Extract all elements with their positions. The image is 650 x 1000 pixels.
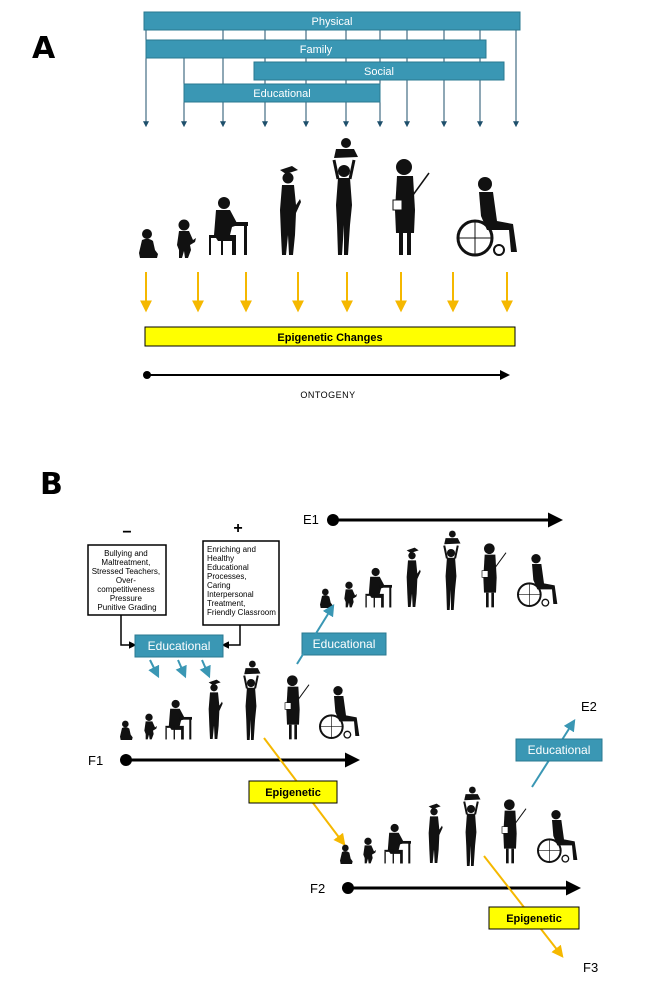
educational-tag-3: Educational: [515, 738, 603, 762]
educational-tag-2: Educational: [301, 632, 387, 656]
parent-lifting-child-icon: [243, 659, 262, 742]
bar-social: Social: [253, 61, 505, 81]
bar-educational: Educational: [183, 83, 381, 103]
elder-in-wheelchair-icon: [536, 808, 579, 864]
baby-silhouette-icon: [139, 229, 158, 258]
f1-to-e1-arrow: [296, 603, 335, 665]
schoolchild-at-desk-icon: [165, 699, 192, 740]
epigenetic-arrows: [140, 272, 513, 313]
life-stages-e1: [320, 529, 559, 612]
influence-bars: Physical Family Social Educational: [143, 11, 521, 103]
elder-in-wheelchair-icon: [516, 552, 559, 608]
e1-timeline: E1: [303, 512, 563, 528]
bar-social-label: Social: [364, 66, 394, 78]
positive-factors-box: Enriching and Healthy Educational Proces…: [202, 540, 280, 626]
toddler-silhouette-icon: [144, 713, 157, 740]
bar-physical: Physical: [143, 11, 521, 31]
toddler-silhouette-icon: [363, 837, 376, 864]
toddler-silhouette-icon: [177, 219, 196, 258]
graduate-silhouette-icon: [428, 803, 443, 863]
f2-timeline: F2: [310, 880, 581, 896]
epigenetic-tag-2: Epigenetic: [488, 906, 580, 930]
f1-label: F1: [88, 753, 103, 768]
educational-tag-1-label: Educational: [148, 639, 211, 653]
graduate-silhouette-icon: [406, 547, 421, 607]
educational-tag-1: Educational: [134, 634, 224, 658]
epigenetic-changes-label: Epigenetic Changes: [277, 332, 382, 344]
negative-factors-text: Bullying and Maltreatment, Stressed Teac…: [92, 549, 163, 612]
e1-label: E1: [303, 512, 319, 527]
parent-lifting-child-icon: [332, 136, 360, 257]
teacher-with-pointer-icon: [481, 542, 507, 608]
f2-to-f3-epigenetic-arrow: [483, 855, 564, 958]
schoolchild-at-desk-icon: [384, 823, 411, 864]
teacher-with-pointer-icon: [392, 158, 430, 256]
positive-sign: +: [233, 520, 242, 537]
epigenetic-tag-1: Epigenetic: [248, 780, 338, 804]
elder-in-wheelchair-icon: [318, 684, 361, 740]
educational-tag-2-label: Educational: [313, 637, 376, 651]
negative-sign: −: [122, 524, 131, 541]
life-stages-f2: [340, 785, 579, 868]
parent-lifting-child-icon: [443, 529, 462, 612]
schoolchild-at-desk-icon: [365, 567, 392, 608]
ontogeny-label: ONTOGENY: [300, 390, 355, 400]
parent-lifting-child-icon: [463, 785, 482, 868]
epigenetic-changes-bar: Epigenetic Changes: [144, 326, 516, 347]
e2-label: E2: [581, 699, 597, 714]
graduate-silhouette-icon: [208, 679, 223, 739]
teacher-with-pointer-icon: [284, 674, 310, 740]
bar-physical-label: Physical: [312, 16, 353, 28]
f3-label: F3: [583, 960, 598, 975]
epigenetic-tag-2-label: Epigenetic: [506, 913, 562, 925]
ontogeny-axis: ONTOGENY: [143, 370, 510, 400]
baby-silhouette-icon: [120, 720, 133, 740]
graduate-silhouette-icon: [280, 166, 301, 255]
f2-label: F2: [310, 881, 325, 896]
life-stages-a: [139, 136, 519, 258]
negative-factors-box: Bullying and Maltreatment, Stressed Teac…: [87, 544, 167, 616]
bar-family-label: Family: [300, 44, 333, 56]
elder-in-wheelchair-icon: [456, 175, 519, 257]
baby-silhouette-icon: [320, 588, 333, 608]
panel-b-letter: B: [40, 467, 63, 502]
f1-timeline: F1: [88, 752, 360, 768]
bar-educational-label: Educational: [253, 88, 311, 100]
panel-a-letter: A: [32, 31, 56, 66]
educational-influence-arrows: [148, 659, 211, 679]
baby-silhouette-icon: [340, 844, 353, 864]
positive-factors-text: Enriching and Healthy Educational Proces…: [207, 545, 276, 617]
bar-family: Family: [145, 39, 487, 59]
toddler-silhouette-icon: [344, 581, 357, 608]
epigenetic-tag-1-label: Epigenetic: [265, 787, 321, 799]
schoolchild-at-desk-icon: [209, 197, 248, 255]
educational-tag-3-label: Educational: [528, 743, 591, 757]
teacher-with-pointer-icon: [501, 798, 527, 864]
box-connectors: [120, 615, 241, 649]
